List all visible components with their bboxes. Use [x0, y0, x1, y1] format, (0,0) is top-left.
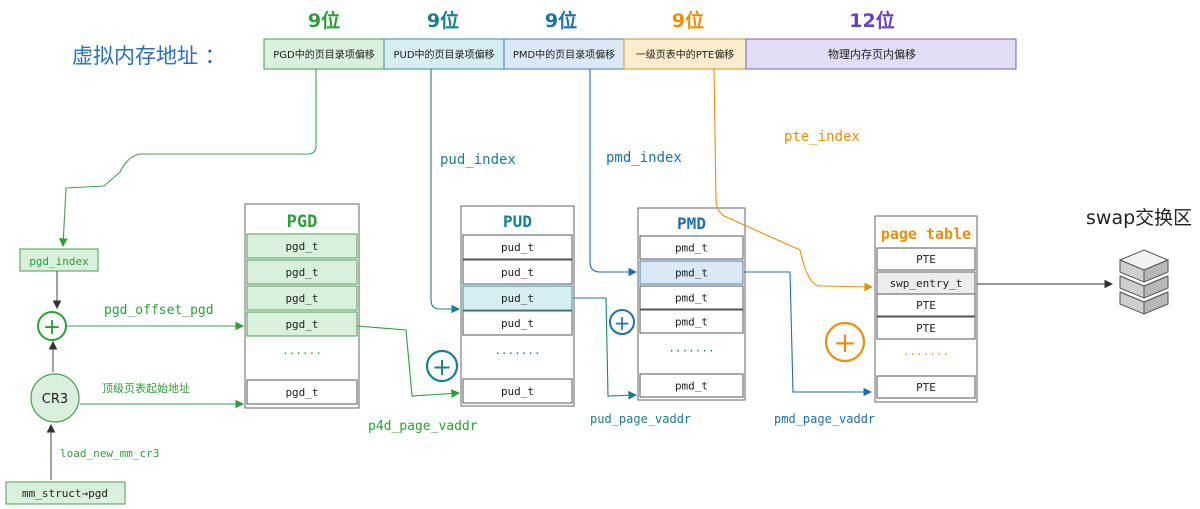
field-pmd-box	[503, 38, 625, 70]
field-pud-box	[383, 38, 505, 70]
pmd-row-3: pmd_t	[675, 316, 708, 329]
pmd-row-5-cell	[639, 373, 744, 398]
pt-row-3-cell	[876, 316, 976, 340]
field-offset-box	[745, 38, 1017, 70]
pmd-row-0: pmd_t	[675, 242, 708, 255]
pud-row-4: .......	[494, 344, 540, 357]
pmd-row-1: pmd_t	[675, 267, 708, 280]
address-label: 虚拟内存地址 ：	[72, 44, 226, 68]
server-stack-icon	[1118, 249, 1170, 315]
pud-row-3-cell	[462, 310, 573, 336]
plus-circle-pud	[425, 349, 459, 383]
cr3-desc-label: 顶级页表起始地址	[102, 381, 190, 395]
pgd-row-3: pgd_t	[285, 318, 318, 331]
index-connectors	[430, 68, 874, 314]
load-cr3-label: load_new_mm_cr3	[60, 447, 159, 460]
field-offset-text: 物理内存页内偏移	[828, 47, 916, 61]
pt-row-5-cell	[876, 375, 976, 399]
pgd-row-1: pgd_t	[285, 266, 318, 279]
pmd-row-2-cell	[639, 285, 744, 310]
pud-row-5-cell	[462, 378, 573, 404]
pgd-row-5-cell	[246, 379, 358, 405]
pmd-table: PMD pmd_t pmd_t pmd_t pmd_t....... pmd_t	[637, 207, 746, 401]
plus-circle-pmd	[609, 309, 635, 335]
plus-symbol-pte: +	[833, 326, 856, 359]
plus-circle-pgd	[37, 311, 67, 341]
pud-row-5: pud_t	[501, 385, 534, 398]
pgd-table-title: PGD	[287, 212, 318, 232]
pt-row-0-cell	[876, 247, 976, 271]
pgd-table: PGD pgd_t pgd_t pgd_t pgd_t...... pgd_t	[244, 203, 360, 409]
mm-struct-label: mm_struct→pgd	[22, 487, 108, 500]
pud-row-3: pud_t	[501, 317, 534, 330]
pt-row-2-cell	[876, 293, 976, 317]
pt-row-3: PTE	[916, 322, 936, 335]
pud-row-0: pud_t	[501, 241, 534, 254]
pgd-row-4: ......	[282, 344, 322, 357]
pmd-row-1-cell	[639, 260, 744, 285]
pt-row-2: PTE	[916, 299, 936, 312]
pmd-row-0-cell	[639, 235, 744, 260]
field-pmd-text: PMD中的页目录项偏移	[513, 48, 615, 61]
pmd-index-label: pmd_index	[606, 150, 682, 166]
pud-row-2: pud_t	[501, 292, 534, 305]
pud-index-label: pud_index	[440, 152, 516, 168]
pt-row-0: PTE	[916, 253, 936, 266]
mm-struct-box	[5, 481, 126, 505]
pt-row-1: swp_entry_t	[890, 277, 963, 290]
p4d-vaddr-label: p4d_page_vaddr	[368, 419, 478, 434]
pgd-row-1-cell	[246, 259, 358, 285]
pgd-row-3-cell	[246, 311, 358, 337]
field-pte-bits: 9位	[672, 9, 704, 32]
pmd-table-title: PMD	[677, 214, 706, 233]
plus-symbol-pgd: +	[43, 315, 61, 340]
pte-index-label: pte_index	[784, 129, 860, 145]
pt-row-5: PTE	[916, 381, 936, 394]
pud-vaddr-label: pud_page_vaddr	[590, 412, 691, 426]
pud-table: PUD pud_t pud_t pud_t pud_t....... pud_t	[460, 205, 575, 407]
pgd-row-0-cell	[246, 233, 358, 259]
pmd-row-3-cell	[639, 309, 744, 334]
pgd-row-0: pgd_t	[285, 240, 318, 253]
pgd-offset-label: pgd_offset_pgd	[104, 303, 214, 318]
field-pud-bits: 9位	[427, 9, 459, 32]
swap-label: swap交换区	[1086, 207, 1192, 229]
field-offset-bits: 12位	[849, 9, 894, 32]
pmd-row-2: pmd_t	[675, 292, 708, 305]
field-pud-text: PUD中的页目录项偏移	[393, 48, 494, 61]
plus-symbol-pmd: +	[614, 311, 631, 335]
tables-layer: PGD pgd_t pgd_t pgd_t pgd_t...... pgd_t PUD pud…	[244, 203, 978, 409]
vaddr-connectors	[356, 271, 1114, 400]
pgd-row-5: pgd_t	[285, 386, 318, 399]
pmd-row-4: .......	[668, 342, 714, 355]
pud-row-0-cell	[462, 234, 573, 260]
pud-row-2-cell	[462, 285, 573, 311]
pgd-row-2-cell	[246, 285, 358, 311]
pt-row-4: .......	[903, 345, 949, 358]
pud-row-1-cell	[462, 259, 573, 285]
field-pte-text: 一级页表中的PTE偏移	[636, 48, 734, 61]
pud-row-1: pud_t	[501, 266, 534, 279]
pmd-row-5: pmd_t	[675, 380, 708, 393]
pt-table-title: page table	[881, 225, 971, 243]
field-pgd-bits: 9位	[308, 9, 340, 32]
field-pgd-box	[263, 38, 385, 70]
cr3-label: CR3	[42, 392, 68, 407]
plus-circle-pte	[824, 321, 866, 363]
field-pgd-text: PGD中的页目录项偏移	[273, 48, 374, 61]
plus-symbol-pud: +	[432, 353, 452, 381]
cr3-circle	[30, 373, 80, 423]
pgd-index-label: pgd_index	[29, 255, 89, 268]
pmd-vaddr-label: pmd_page_vaddr	[774, 412, 875, 426]
pud-table-title: PUD	[503, 212, 532, 231]
pgd-row-2: pgd_t	[285, 292, 318, 305]
pgd-index-box	[19, 248, 99, 272]
field-pmd-bits: 9位	[545, 9, 577, 32]
left-chain-connectors	[46, 69, 317, 480]
address-fields: PGD中的页目录项偏移 9位 PUD中的页目录项偏移 9位 PMD中的页目录项偏…	[263, 9, 1017, 70]
